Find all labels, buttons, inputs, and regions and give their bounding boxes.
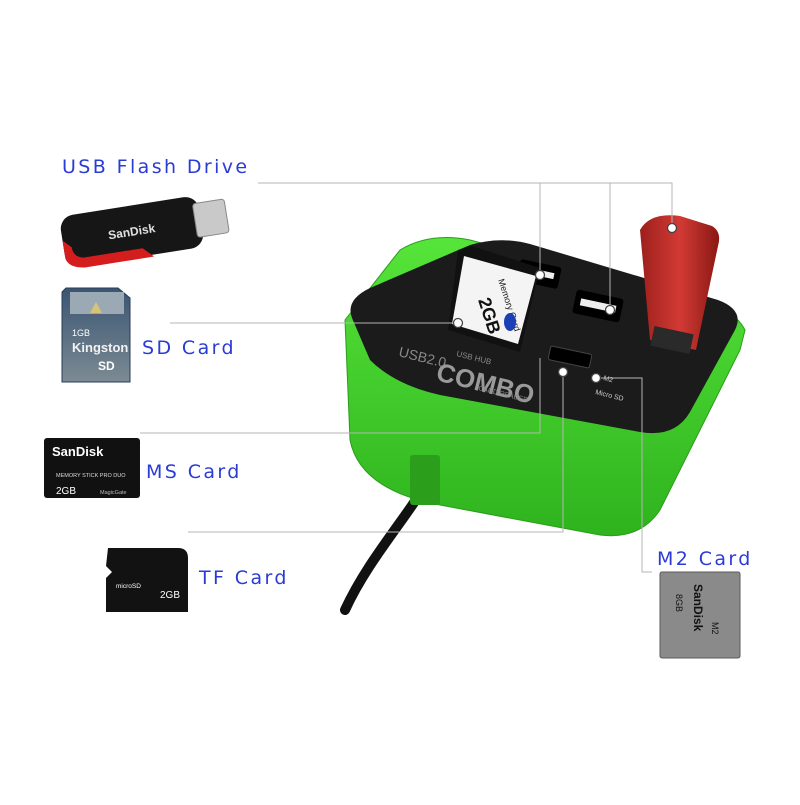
m2-logo: M2 — [710, 622, 720, 635]
ms-capacity: 2GB — [56, 486, 76, 497]
connector-lines — [140, 182, 673, 573]
inserted-flash-drive — [640, 215, 720, 354]
sd-card-label: SD Card — [142, 337, 236, 359]
m2-card-image: SanDisk 8GB M2 — [659, 571, 741, 659]
ms-gate: MagicGate — [100, 490, 127, 496]
sd-card-image: 1GB Kingston SD — [61, 287, 131, 383]
sd-brand: Kingston — [72, 340, 128, 355]
m2-card-label: M2 Card — [657, 548, 753, 570]
tf-card-image: microSD 2GB — [106, 548, 188, 612]
ms-card-image: SanDisk MEMORY STICK PRO DUO 2GB MagicGa… — [44, 438, 140, 498]
usb-flash-drive-label: USB Flash Drive — [62, 156, 250, 178]
ms-brand: SanDisk — [52, 444, 104, 459]
ms-card-label: MS Card — [146, 461, 242, 483]
tf-logo: microSD — [116, 583, 141, 590]
sd-logo: SD — [98, 359, 115, 373]
m2-capacity: 8GB — [674, 594, 684, 612]
tf-card-label: TF Card — [199, 567, 289, 589]
usb-flash-drive-image: SanDisk — [60, 197, 230, 268]
micro-sd-slot — [547, 345, 593, 369]
hub-top-panel — [350, 240, 738, 434]
tf-capacity: 2GB — [160, 590, 180, 601]
m2-port-label: M2 — [603, 375, 614, 384]
inserted-sd-card: 2GB Memory Card — [448, 246, 540, 352]
cable-port — [410, 455, 440, 505]
m2-brand: SanDisk — [691, 584, 705, 632]
sd-capacity: 1GB — [72, 328, 90, 338]
ms-type: MEMORY STICK PRO DUO — [56, 473, 126, 479]
connector-dots — [452, 222, 678, 384]
